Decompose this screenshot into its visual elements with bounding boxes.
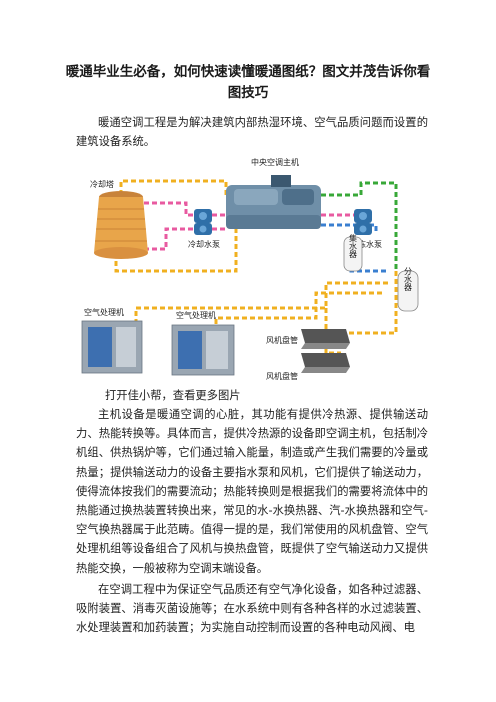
label-cooling-tower: 冷却塔 — [90, 179, 114, 189]
expansion-tank: 集水器 — [343, 233, 363, 272]
fan-coil-unit-1: 风机盘管 — [266, 329, 350, 349]
hvac-system-diagram: 冷却塔 冷却水泵 中央空调主机 冷冻水泵 — [81, 157, 419, 381]
body-paragraph-1: 主机设备是暖通空调的心脏，其功能有提供冷热源、提供输送动力、热能转换等。具体而言… — [76, 408, 428, 575]
label-ahu-1: 空气处理机 — [84, 307, 124, 317]
fan-coil-unit-2: 风机盘管 — [266, 353, 350, 381]
label-chilled-pump: 冷冻水泵 — [350, 239, 382, 249]
distributor: 分水器 — [397, 267, 419, 312]
label-fcu-1: 风机盘管 — [266, 335, 298, 345]
label-ahu-2: 空气处理机 — [176, 310, 216, 320]
image-caption: 打开佳小帮，查看更多图片 — [105, 389, 241, 402]
label-distributor: 分水器 — [404, 267, 413, 292]
article-title: 暖通毕业生必备，如何快速读懂暖通图纸？图文并茂告诉你看 图技巧 — [40, 62, 456, 104]
chilled-pump: 冷冻水泵 — [350, 209, 382, 249]
label-fcu-2: 风机盘管 — [266, 371, 298, 381]
article-title-line-1: 暖通毕业生必备，如何快速读懂暖通图纸？图文并茂告诉你看 — [65, 64, 431, 80]
intro-paragraph: 暖通空调工程是为解决建筑内部热湿环境、空气品质问题而设置的建筑设备系统。 — [76, 116, 428, 149]
air-handling-unit-1: 空气处理机 — [81, 307, 143, 374]
body-paragraph-2: 在空调工程中为保证空气品质还有空气净化设备，如各种过滤器、吸附装置、消毒灭菌设施… — [76, 583, 428, 635]
label-central-ac-unit: 中央空调主机 — [251, 157, 299, 167]
cooling-pump: 冷却水泵 — [188, 209, 220, 249]
air-handling-unit-2: 空气处理机 — [171, 310, 235, 376]
label-expansion-tank: 集水器 — [349, 233, 358, 259]
central-chiller: 中央空调主机 — [226, 157, 321, 229]
article-title-line-2: 图技巧 — [227, 85, 269, 101]
cooling-tower: 冷却塔 — [90, 179, 148, 259]
label-cooling-pump: 冷却水泵 — [188, 239, 220, 249]
